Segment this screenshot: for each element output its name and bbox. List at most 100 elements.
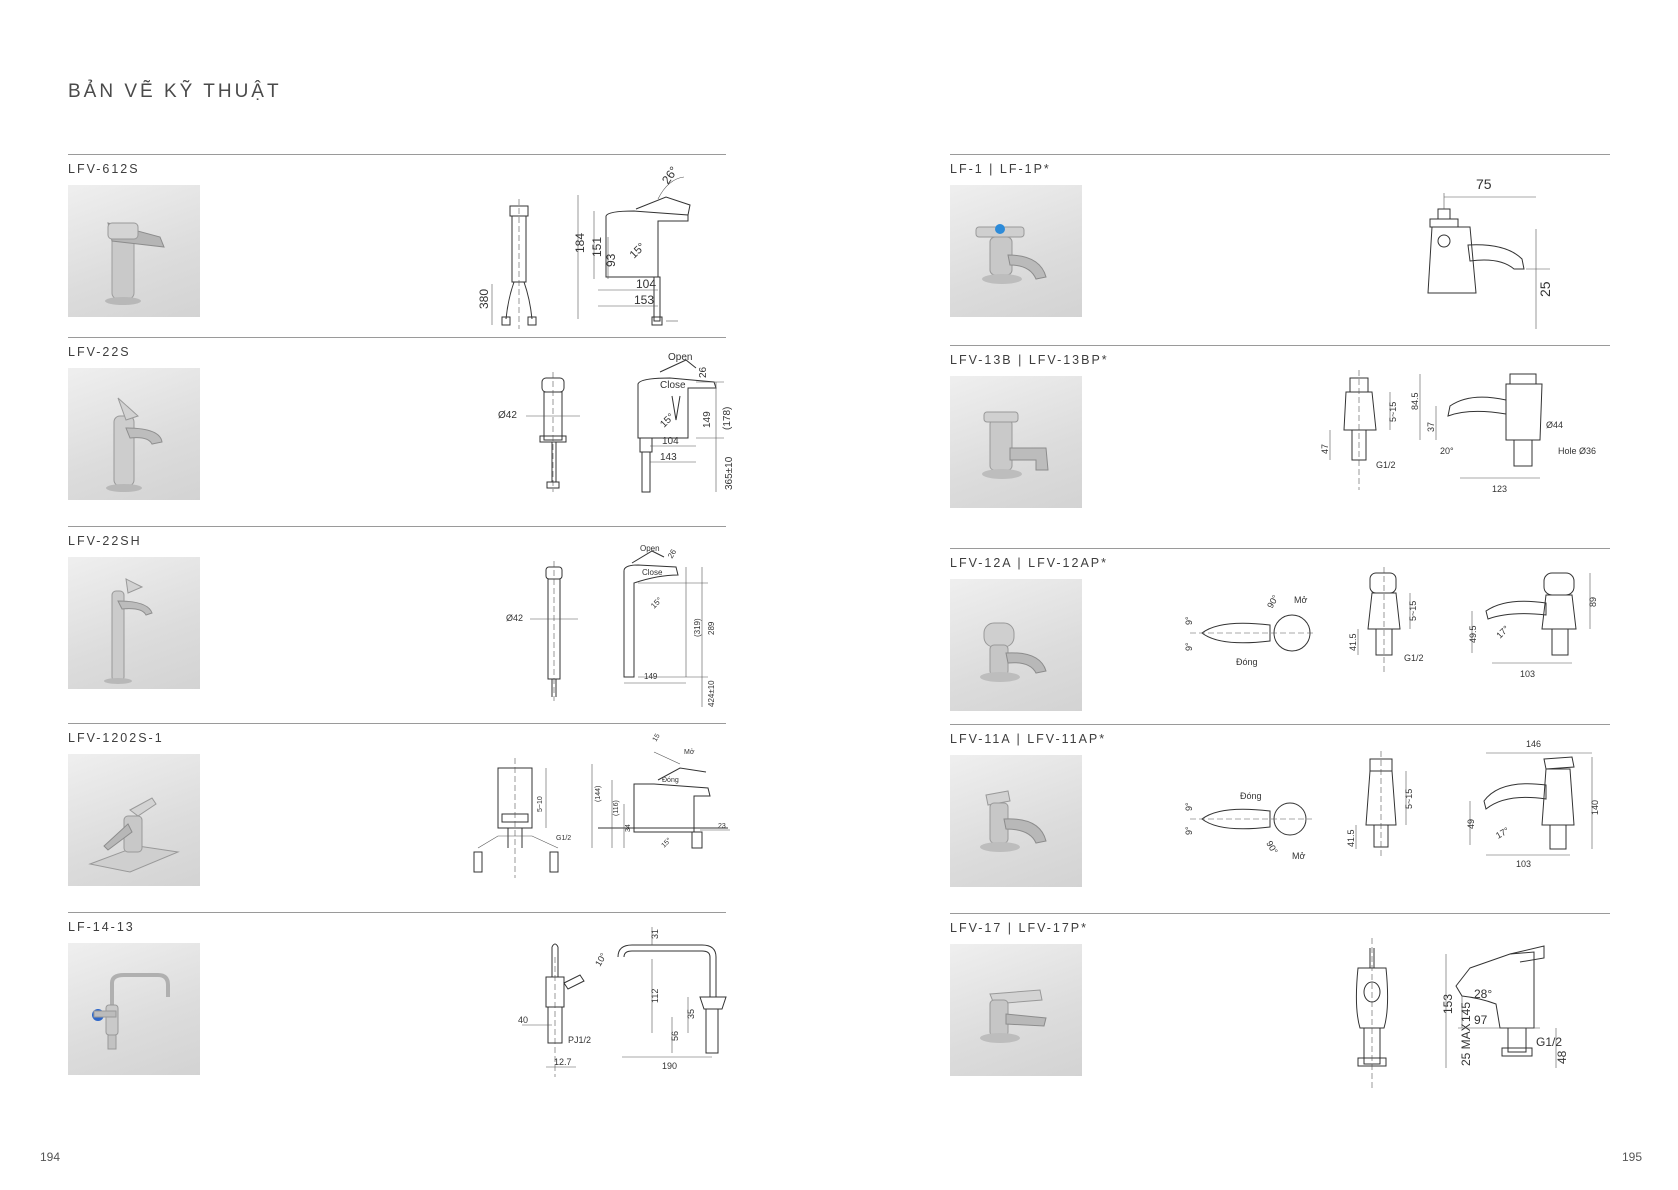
faucet-photo-icon — [982, 411, 1049, 479]
product-section-lfv-612s: LFV-612S 380 — [68, 154, 726, 337]
dimension-label: Ø44 — [1546, 420, 1563, 430]
technical-drawing: Ø42 Open Close 26 149 (178) 15° 104 1 — [498, 342, 740, 518]
dimension-label: Close — [660, 380, 686, 391]
product-section-lfv-17: LFV-17 | LFV-17P* — [950, 913, 1610, 1110]
product-code: LFV-22SH — [68, 534, 142, 548]
dimension-label: (144) — [595, 786, 602, 802]
product-section-lfv-22sh: LFV-22SH Ø42 — [68, 526, 726, 723]
product-section-lfv-13b: LFV-13B | LFV-13BP* 47 5~15 G1/2 — [950, 345, 1610, 548]
technical-drawing: 47 5~15 G1/2 84.5 37 20° Ø44 Hole Ø36 12… — [1310, 350, 1620, 520]
dimension-label: 5~15 — [1388, 402, 1398, 422]
dimension-label: 140 — [1590, 800, 1600, 815]
dimension-label: 380 — [477, 289, 491, 309]
product-code: LF-1 | LF-1P* — [950, 162, 1051, 176]
dimension-label: 9° — [1184, 802, 1194, 811]
dimension-label: 26 — [698, 366, 709, 378]
dimension-label: 15° — [660, 836, 673, 849]
dimension-label: 49.5 — [1468, 625, 1478, 643]
faucet-photo-icon — [975, 224, 1047, 284]
dimension-label: 41.5 — [1348, 633, 1358, 651]
product-photo — [950, 755, 1082, 887]
technical-drawing: 380 184 151 93 15° 104 153 26° — [458, 159, 718, 329]
product-code: LFV-12A | LFV-12AP* — [950, 556, 1108, 570]
faucet-photo-icon — [88, 797, 180, 873]
dimension-label: 5~15 — [1408, 601, 1418, 621]
dimension-label: 123 — [1492, 484, 1507, 494]
product-photo — [68, 185, 200, 317]
dimension-label: 10° — [593, 951, 609, 968]
dimension-label: 149 — [644, 672, 658, 681]
technical-drawing: Đóng 9° 9° 90° Mở 5~15 41.5 — [1180, 729, 1620, 889]
dimension-label: 89 — [1588, 597, 1598, 607]
faucet-photo-icon — [980, 989, 1047, 1043]
dimension-label: G1/2 — [556, 835, 571, 842]
product-code: LFV-612S — [68, 162, 140, 176]
product-photo — [68, 754, 200, 886]
dimension-label: (319) — [693, 618, 702, 637]
dimension-label: 97 — [1474, 1013, 1488, 1027]
product-code: LFV-22S — [68, 345, 131, 359]
product-photo — [950, 185, 1082, 317]
dimension-label: 93 — [604, 253, 618, 267]
dimension-label: 190 — [662, 1061, 677, 1071]
product-code: LFV-1202S-1 — [68, 731, 164, 745]
dimension-label: Đóng — [1240, 791, 1262, 801]
dimension-label: 365±10 — [724, 456, 735, 490]
dimension-label: G1/2 — [1404, 653, 1424, 663]
product-photo — [68, 943, 200, 1075]
dimension-label: 5~10 — [537, 796, 544, 812]
dimension-label: 26 — [666, 547, 679, 560]
product-section-lfv-11a: LFV-11A | LFV-11AP* Đóng 9° 9° 90° Mở — [950, 724, 1610, 913]
dimension-label: Mở — [1294, 595, 1307, 605]
faucet-photo-icon — [980, 622, 1047, 682]
dimension-label: 49 — [1466, 819, 1476, 829]
dimension-label: 424±10 — [707, 680, 716, 707]
product-code: LFV-13B | LFV-13BP* — [950, 353, 1109, 367]
dimension-label: 9° — [1184, 826, 1194, 835]
technical-drawing: Ø42 Open Close 26 (319) 289 15° 149 424±… — [506, 531, 748, 711]
dimension-label: 103 — [1516, 859, 1531, 869]
dimension-label: 15° — [658, 412, 676, 430]
dimension-label: 20° — [1440, 446, 1454, 456]
product-photo — [68, 557, 200, 689]
dimension-label: 31 — [650, 929, 660, 939]
dimension-label: 143 — [660, 452, 677, 463]
dimension-label: 153 — [634, 293, 654, 307]
product-code: LF-14-13 — [68, 920, 135, 934]
dimension-label: 35 — [686, 1009, 696, 1019]
dimension-label: (116) — [613, 800, 620, 816]
dimension-label: 17° — [1494, 825, 1511, 841]
faucet-photo-icon — [980, 790, 1047, 852]
product-section-lfv-1202s-1: LFV-1202S-1 5~10 G1/2 — [68, 723, 730, 912]
dimension-label: 5~15 — [1404, 789, 1414, 809]
product-code: LFV-17 | LFV-17P* — [950, 921, 1088, 935]
page-number-left: 194 — [40, 1150, 61, 1164]
faucet-photo-icon — [105, 222, 165, 305]
dimension-label: 48 — [1555, 1050, 1569, 1064]
dimension-label: 25 MAX — [1459, 1023, 1473, 1066]
technical-drawing: 5~10 G1/2 (144) (116) 34 Mở Đóng 23 15° … — [418, 728, 738, 908]
dimension-label: 15° — [649, 595, 664, 610]
product-photo — [68, 368, 200, 500]
dimension-label: 103 — [1520, 669, 1535, 679]
product-photo — [950, 944, 1082, 1076]
dimension-label: Open — [668, 352, 692, 363]
dimension-label: 149 — [702, 411, 713, 428]
dimension-label: 12.7 — [554, 1057, 572, 1067]
technical-drawing: 75 25 — [1410, 159, 1610, 329]
dimension-label: PJ1/2 — [568, 1035, 591, 1045]
faucet-photo-icon — [106, 397, 163, 492]
product-section-lf-1: LF-1 | LF-1P* 75 25 — [950, 154, 1610, 345]
dimension-label: Hole Ø36 — [1558, 446, 1596, 456]
technical-drawing: 90° Mở 9° 9° Đóng 5~15 41.5 G1/2 — [1180, 553, 1620, 703]
dimension-label: 151 — [590, 237, 604, 257]
dimension-label: G1/2 — [1536, 1035, 1562, 1049]
page-title: BẢN VẼ KỸ THUẬT — [68, 80, 282, 102]
dimension-label: 75 — [1476, 176, 1492, 192]
product-section-lfv-22s: LFV-22S Ø42 — [68, 337, 735, 526]
product-section-lf-14-13: LF-14-13 40 PJ1/2 12.7 — [68, 912, 727, 1109]
dimension-label: G1/2 — [1376, 460, 1396, 470]
technical-drawing: 40 PJ1/2 12.7 31 10° 112 35 56 190 — [492, 917, 732, 1097]
dimension-label: 28° — [1474, 987, 1492, 1001]
dimension-label: Mở — [684, 748, 695, 756]
